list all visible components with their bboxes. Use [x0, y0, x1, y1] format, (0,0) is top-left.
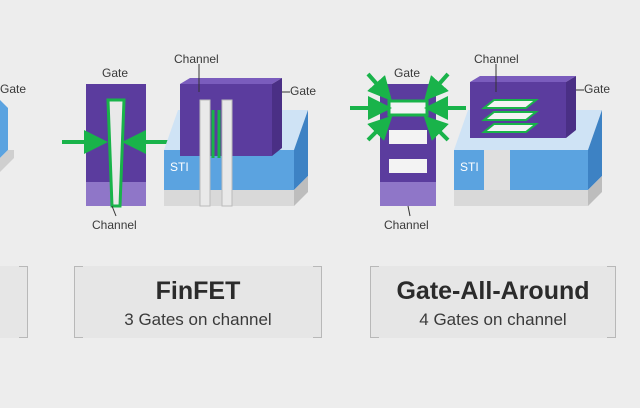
finfet-substrate-side: [294, 176, 308, 206]
gaa-card-bracket-right: [607, 266, 616, 338]
finfet-3d-view: [164, 64, 308, 207]
finfet-fin-2: [221, 99, 233, 207]
finfet-gate-right-label: Gate: [290, 84, 317, 98]
gaa-channel-bottom-label: Channel: [384, 218, 429, 232]
finfet-card: FinFET 3 Gates on channel: [74, 266, 322, 338]
gaa-substrate-side: [588, 176, 602, 206]
finfet-gate-side: [272, 78, 282, 156]
finfet-channel-top-label: Channel: [174, 52, 219, 66]
gaa-sheet-3d-1: [481, 99, 539, 109]
gaa-card-title: Gate-All-Around: [396, 277, 590, 305]
gaa-arrow-bottom-right: [423, 115, 450, 142]
left-partial-gate-label: Gate: [0, 82, 27, 96]
finfet-fin-channel: [106, 98, 126, 208]
gaa-channel-top-label: Channel: [474, 52, 519, 66]
finfet-gate-label: Gate: [102, 66, 129, 80]
gaa-sti-side: [588, 110, 602, 190]
gaa-arrow-bottom-left: [366, 115, 393, 142]
finfet-gate-top: [180, 78, 282, 84]
gaa-arrow-top-right: [424, 72, 450, 101]
gaa-channel-pillar: [484, 150, 510, 190]
gaa-nanosheet-1: [387, 99, 429, 117]
gaa-nanosheet-3: [389, 159, 427, 173]
left-partial-substrate: [0, 150, 14, 172]
gaa-gate-base: [380, 182, 436, 206]
finfet-card-bracket-left: [74, 266, 83, 338]
finfet-card-bracket-right: [313, 266, 322, 338]
gaa-sti-label: STI: [460, 160, 479, 174]
gaa-card-subtitle: 4 Gates on channel: [419, 310, 567, 329]
left-partial-sti: [0, 100, 8, 158]
gaa-arrow-top-left: [366, 72, 392, 101]
finfet-fin-1: [199, 99, 211, 207]
gaa-sti-front: [454, 150, 588, 190]
left-partial-structure: [0, 100, 14, 172]
gaa-gate-label: Gate: [394, 66, 421, 80]
gaa-channel-leader: [407, 205, 411, 217]
gaa-nanosheet-2: [389, 130, 427, 144]
finfet-sti-label: STI: [170, 160, 189, 174]
gaa-gate-top: [470, 76, 576, 82]
finfet-cross-section: [62, 84, 168, 217]
gaa-gate-side: [566, 76, 576, 138]
finfet-card-title: FinFET: [155, 277, 241, 305]
left-partial-card-bracket: [19, 266, 28, 338]
gaa-card: Gate-All-Around 4 Gates on channel: [370, 266, 616, 338]
finfet-channel-leader: [111, 205, 117, 217]
gaa-sheet-3d-2: [481, 111, 539, 121]
finfet-card-subtitle: 3 Gates on channel: [124, 310, 272, 329]
gaa-sheet-3d-3: [481, 123, 539, 133]
gaa-gate-right-label: Gate: [584, 82, 611, 96]
gaa-card-bracket-left: [370, 266, 379, 338]
gaa-cross-section: [350, 72, 466, 217]
gaa-substrate-front: [454, 190, 588, 206]
left-partial-card: [0, 266, 28, 338]
finfet-channel-bottom-label: Channel: [92, 218, 137, 232]
finfet-sti-side: [294, 110, 308, 190]
gaa-3d-view: [454, 64, 602, 206]
